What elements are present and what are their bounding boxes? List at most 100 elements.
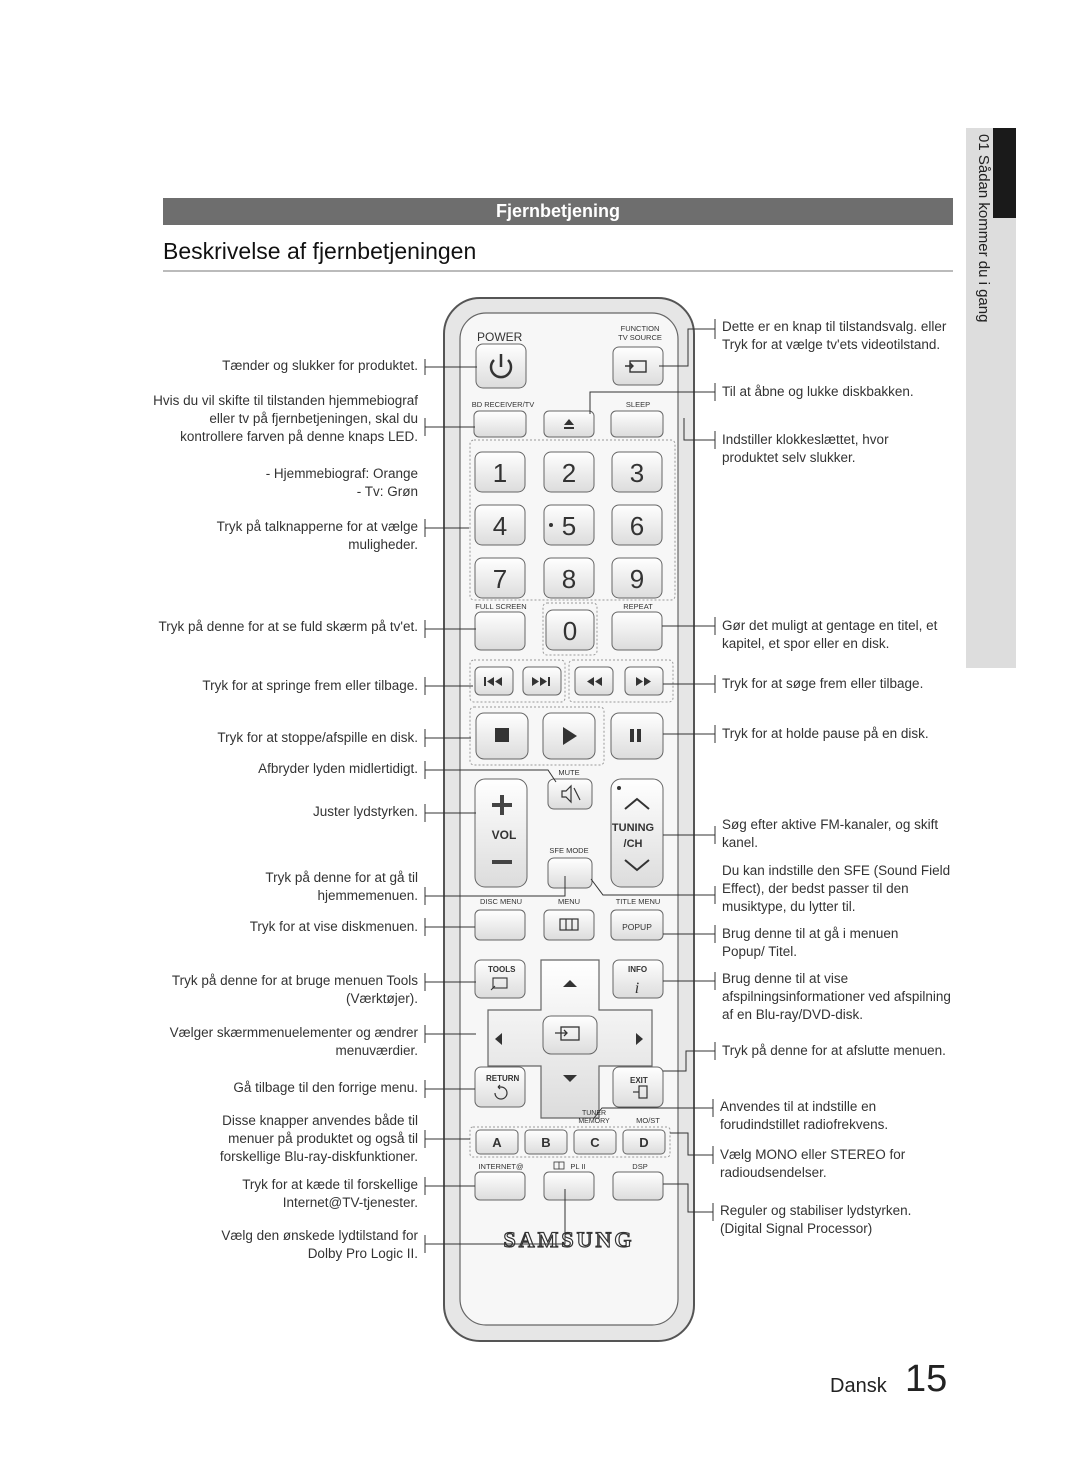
digit-2-button[interactable] bbox=[543, 451, 595, 493]
samsung-logo: SAMSUNG bbox=[503, 1227, 634, 1252]
sleep-button[interactable] bbox=[610, 410, 664, 438]
pl2-button[interactable] bbox=[543, 1171, 595, 1201]
digit-4-label: 4 bbox=[493, 511, 507, 541]
digit-0-button[interactable] bbox=[545, 609, 595, 651]
popup-label: POPUP bbox=[622, 922, 652, 932]
digit-9-button[interactable] bbox=[611, 557, 663, 599]
sfe-mode-button[interactable] bbox=[547, 857, 593, 889]
dsp-button[interactable] bbox=[612, 1171, 664, 1201]
label-sfe-mode: Du kan indstille den SFE (Sound Field Ef… bbox=[722, 863, 951, 914]
channel-up-icon bbox=[624, 797, 650, 810]
digit-6-button[interactable] bbox=[611, 504, 663, 546]
repeat-button[interactable] bbox=[611, 611, 663, 651]
tools-label: TOOLS bbox=[488, 965, 516, 974]
digit-4-button[interactable] bbox=[474, 504, 526, 546]
c-label: C bbox=[590, 1135, 600, 1150]
full-screen-button[interactable] bbox=[474, 611, 526, 651]
digit-8-button[interactable] bbox=[543, 557, 595, 599]
footer-page-number: 15 bbox=[905, 1358, 948, 1400]
return-arrow-icon bbox=[494, 1084, 508, 1100]
skip-forward-icon bbox=[532, 677, 550, 686]
label-dsp: Reguler og stabiliser lydstyrken. (Digit… bbox=[720, 1203, 912, 1236]
label-volume: Juster lydstyrken. bbox=[312, 804, 418, 819]
digit-5-button[interactable] bbox=[543, 504, 595, 546]
title-divider bbox=[163, 270, 953, 272]
label-tools: Tryk på denne for at bruge menuen Tools … bbox=[171, 973, 418, 1006]
enter-button[interactable] bbox=[542, 1015, 598, 1055]
label-full-screen: Tryk på denne for at se fuld skærm på tv… bbox=[158, 619, 418, 634]
skip-back-icon bbox=[484, 677, 502, 686]
menu-button[interactable] bbox=[543, 909, 595, 941]
b-button[interactable] bbox=[524, 1129, 568, 1155]
mute-speaker-icon bbox=[561, 784, 581, 804]
function-button[interactable] bbox=[612, 346, 664, 386]
skip-frame bbox=[469, 659, 566, 703]
b-label: B bbox=[541, 1135, 550, 1150]
chapter-side-tab bbox=[966, 128, 1016, 668]
tuning-label: TUNING bbox=[612, 822, 654, 834]
label-home-menu: Tryk på denne for at gå til hjemmemenuen… bbox=[265, 870, 418, 903]
tv-source-label: TV SOURCE bbox=[618, 333, 662, 342]
a-button[interactable] bbox=[475, 1129, 519, 1155]
arrow-right-icon bbox=[636, 1033, 643, 1045]
mute-button[interactable] bbox=[547, 778, 593, 810]
a-label: A bbox=[492, 1135, 502, 1150]
label-bd-receiver: Hvis du vil skifte til tilstanden hjemme… bbox=[153, 393, 418, 444]
label-exit: Tryk på denne for at afslutte menuen. bbox=[722, 1043, 946, 1058]
arrow-left-icon bbox=[495, 1033, 502, 1045]
mo-st-label: MO/ST bbox=[636, 1116, 660, 1125]
exit-button[interactable] bbox=[612, 1066, 664, 1108]
label-info: Brug denne til at vise afspilningsinform… bbox=[722, 971, 951, 1022]
label-mute: Afbryder lyden midlertidigt. bbox=[258, 761, 418, 776]
internet-button[interactable] bbox=[474, 1171, 526, 1201]
ch-label: /CH bbox=[624, 838, 643, 850]
function-label: FUNCTION bbox=[621, 324, 660, 333]
enter-icon bbox=[555, 1026, 580, 1041]
disc-menu-button[interactable] bbox=[474, 909, 526, 941]
label-pl2: Vælg den ønskede lydtilstand for Dolby P… bbox=[221, 1228, 418, 1261]
memory-label: MEMORY bbox=[578, 1118, 610, 1125]
sfe-mode-label: SFE MODE bbox=[549, 846, 588, 855]
tuner-label: TUNER bbox=[582, 1110, 606, 1117]
digit-9-label: 9 bbox=[630, 564, 644, 594]
dsp-label: DSP bbox=[632, 1162, 647, 1171]
repeat-label: REPEAT bbox=[623, 602, 653, 611]
label-abcd: Disse knapper anvendes både til menuer p… bbox=[219, 1113, 418, 1164]
sleep-label: SLEEP bbox=[626, 400, 650, 409]
eject-icon bbox=[564, 419, 574, 429]
label-number-buttons: Tryk på talknapperne for at vælge muligh… bbox=[216, 519, 418, 552]
digit-1-button[interactable] bbox=[474, 451, 526, 493]
bd-receiver-tv-button[interactable] bbox=[473, 410, 527, 438]
title-menu-label: TITLE MENU bbox=[616, 897, 661, 906]
section-header: Fjernbetjening bbox=[163, 198, 953, 225]
digit-8-label: 8 bbox=[562, 564, 576, 594]
mute-label: MUTE bbox=[558, 768, 579, 777]
digit-7-button[interactable] bbox=[474, 557, 526, 599]
label-sleep: Indstiller klokkeslættet, hvor produktet… bbox=[722, 432, 889, 465]
digit-5-dot-icon bbox=[549, 523, 553, 527]
volume-up-icon bbox=[492, 795, 512, 815]
number-pad-frame bbox=[469, 439, 676, 601]
channel-down-icon bbox=[624, 859, 650, 872]
info-label: INFO bbox=[628, 965, 647, 974]
arrow-up-icon bbox=[563, 980, 577, 987]
d-button[interactable] bbox=[622, 1129, 666, 1155]
remote-control-illustration: POWER FUNCTION TV SOURCE BD RECEIVER/TV … bbox=[443, 297, 695, 1342]
label-led-orange: - Hjemmebiograf: Orange bbox=[265, 466, 418, 481]
tv-source-icon bbox=[625, 360, 647, 373]
pl2-label: PL II bbox=[570, 1162, 585, 1171]
label-popup: Brug denne til at gå i menuen Popup/ Tit… bbox=[722, 926, 899, 959]
label-disc-menu: Tryk for at vise diskmenuen. bbox=[249, 919, 418, 934]
c-button[interactable] bbox=[573, 1129, 617, 1155]
digit-5-label: 5 bbox=[562, 511, 576, 541]
chapter-side-tab-marker bbox=[993, 128, 1016, 218]
pause-icon bbox=[630, 729, 641, 742]
label-power: Tænder og slukker for produktet. bbox=[222, 358, 418, 373]
label-pause: Tryk for at holde pause på en disk. bbox=[722, 726, 929, 741]
arrow-down-icon bbox=[563, 1075, 577, 1082]
digit-3-button[interactable] bbox=[611, 451, 663, 493]
internet-label: INTERNET@ bbox=[478, 1162, 523, 1171]
tools-icon bbox=[490, 977, 508, 991]
label-mo-st: Vælg MONO eller STEREO for radioudsendel… bbox=[720, 1147, 906, 1180]
label-stop-play: Tryk for at stoppe/afspille en disk. bbox=[217, 730, 418, 745]
